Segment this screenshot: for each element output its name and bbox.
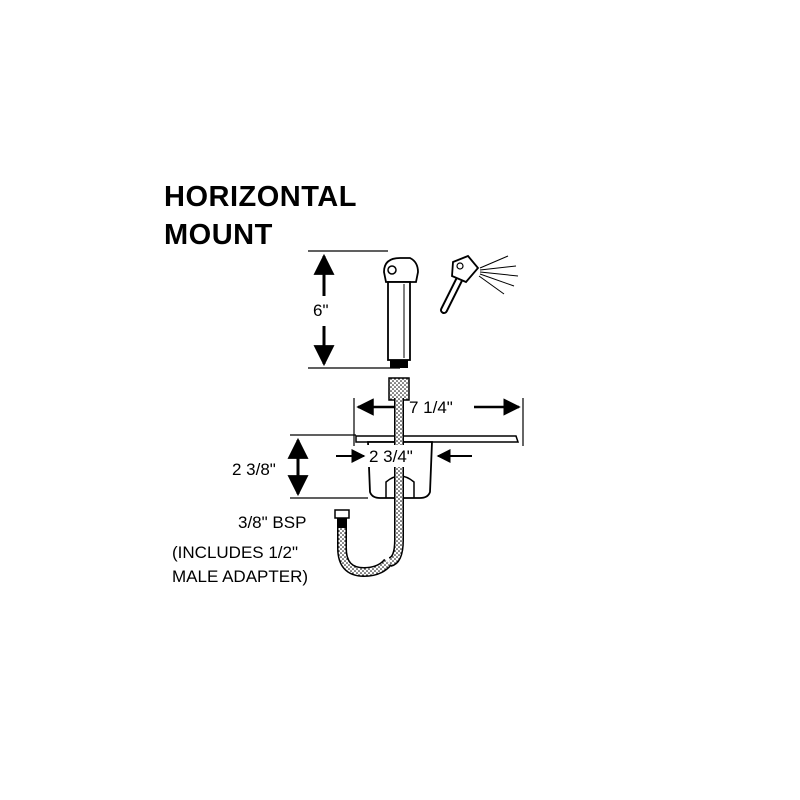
adapter-label-1: (INCLUDES 1/2" bbox=[172, 543, 298, 562]
depth-dimension: 2 3/8" bbox=[232, 434, 368, 499]
width-dimension: 7 1/4" bbox=[353, 398, 524, 446]
height-dimension: 6" bbox=[308, 250, 400, 369]
bsp-fitting bbox=[334, 509, 392, 578]
title-line-2: MOUNT bbox=[164, 219, 273, 251]
height-label: 6" bbox=[313, 301, 329, 320]
hose bbox=[388, 398, 403, 566]
spray-icon bbox=[440, 254, 519, 314]
base-label: 2 3/4" bbox=[369, 447, 413, 466]
width-label: 7 1/4" bbox=[409, 398, 453, 417]
depth-label: 2 3/8" bbox=[232, 460, 276, 479]
base-dimension: 2 3/4" bbox=[336, 445, 472, 467]
diagram-title: HORIZONTAL MOUNT bbox=[164, 178, 357, 254]
sprayer-handle bbox=[383, 257, 419, 368]
title-line-1: HORIZONTAL bbox=[164, 181, 357, 213]
adapter-label-2: MALE ADAPTER) bbox=[172, 567, 308, 586]
bsp-label: 3/8" BSP bbox=[238, 513, 306, 532]
hose-connector bbox=[388, 377, 410, 401]
